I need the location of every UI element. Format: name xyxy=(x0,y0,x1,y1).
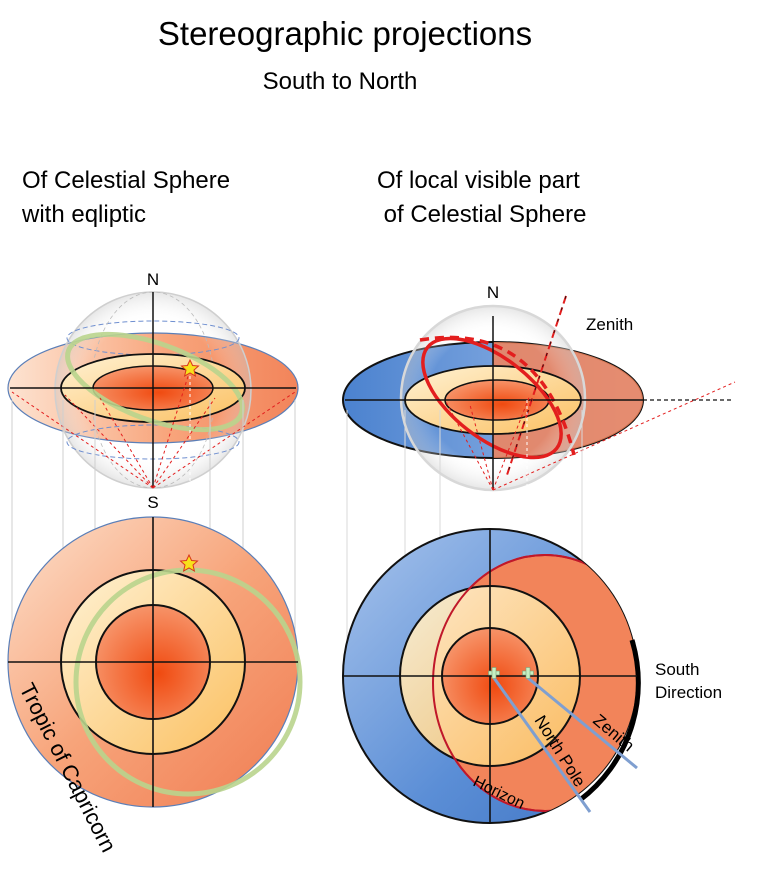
ecliptic-ring-perspective xyxy=(65,331,245,433)
north-label-right: N xyxy=(487,283,499,302)
horizon-circle-solid xyxy=(421,336,563,460)
south-direction-line2: Direction xyxy=(655,683,722,702)
left-heading-line1: Of Celestial Sphere xyxy=(22,167,230,194)
horizon-boundary xyxy=(432,554,637,812)
south-label-left: S xyxy=(147,493,158,512)
page-title: Stereographic projections xyxy=(158,15,532,52)
south-direction-line1: South xyxy=(655,660,699,679)
right-heading-line2: of Celestial Sphere xyxy=(377,201,586,228)
zenith-pointer xyxy=(527,676,638,770)
projection-rays xyxy=(11,369,296,489)
north-label-left: N xyxy=(147,270,159,289)
page-subtitle: South to North xyxy=(263,68,418,95)
left-heading-line2: with eqliptic xyxy=(21,201,146,228)
zenith-marker-icon xyxy=(522,667,534,679)
south-edge-bold xyxy=(578,639,641,802)
north-pole-pointer xyxy=(492,677,592,813)
left-projected-disk xyxy=(7,516,303,808)
local-projection-rays xyxy=(444,381,736,491)
right-sphere-perspective xyxy=(342,295,736,492)
zenith-line-red xyxy=(505,295,567,479)
right-projected-disk xyxy=(342,528,641,824)
left-sphere-perspective xyxy=(7,291,299,489)
horizon-circle-dashed xyxy=(419,335,576,456)
star-icon-perspective xyxy=(180,358,200,377)
ecliptic-circle xyxy=(73,567,303,797)
right-heading-line1: Of local visible part xyxy=(377,167,580,194)
star-icon-projected xyxy=(179,553,199,572)
north-pole-marker-icon xyxy=(488,667,500,679)
zenith-label-top: Zenith xyxy=(586,315,633,334)
